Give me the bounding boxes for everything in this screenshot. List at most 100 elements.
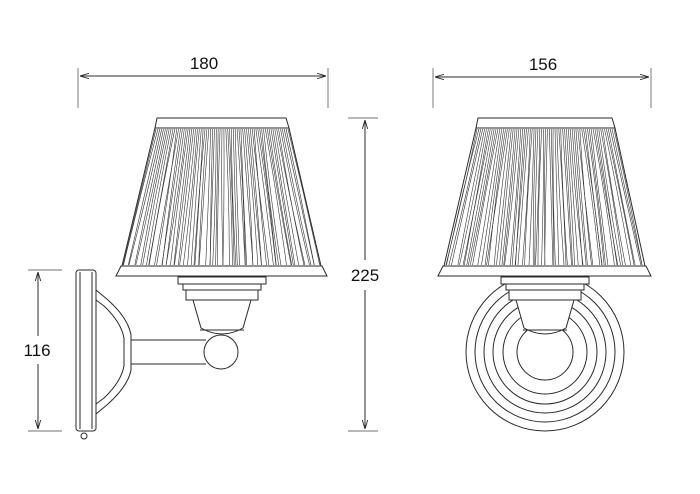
shade-pleat-line bbox=[236, 128, 246, 266]
shade-pleat-line bbox=[504, 128, 520, 266]
shade-pleat-line bbox=[552, 128, 556, 266]
shade-pleat-line bbox=[198, 128, 208, 266]
shade-pleat-line bbox=[611, 128, 643, 266]
side-rose bbox=[95, 289, 132, 415]
shade-pleat-line bbox=[566, 128, 575, 266]
dimension-label-225: 225 bbox=[351, 266, 379, 285]
shade-pleat-line bbox=[503, 128, 518, 266]
shade-pleat-line bbox=[250, 128, 262, 266]
shade-pleat-line bbox=[571, 128, 583, 266]
shade-pleat-line bbox=[140, 128, 168, 266]
shade-pleat-line bbox=[481, 128, 502, 266]
shade-pleat-line bbox=[587, 128, 605, 266]
shade-pleat-line bbox=[165, 128, 187, 266]
shade-pleat-line bbox=[154, 128, 179, 266]
dimension-backplate-height: 116 bbox=[23, 269, 62, 432]
shade-pleat-line bbox=[589, 128, 606, 266]
shade-pleat-line bbox=[268, 128, 293, 266]
shade-pleat-line bbox=[472, 128, 499, 266]
shade-pleat-line bbox=[222, 128, 225, 266]
shade-pleat-line bbox=[535, 128, 541, 266]
shade-pleat-line bbox=[240, 128, 247, 266]
shade-pleat-line bbox=[212, 128, 217, 266]
shade-pleat-line bbox=[562, 128, 572, 266]
shade-pleat-line bbox=[550, 128, 555, 266]
shade-pleat-line bbox=[470, 128, 497, 266]
shade-pleat-line bbox=[122, 128, 157, 266]
side-fitting bbox=[177, 276, 267, 335]
shade-pleat-line bbox=[174, 128, 193, 266]
shade-pleat-line bbox=[609, 128, 642, 266]
shade-pleat-line bbox=[581, 128, 601, 266]
shade-pleat-line bbox=[608, 128, 636, 266]
dimension-label-116: 116 bbox=[23, 341, 50, 360]
shade-pleat-line bbox=[229, 128, 235, 266]
shade-pleat-line bbox=[575, 128, 588, 266]
shade-pleat-line bbox=[592, 128, 615, 266]
shade-pleat-line bbox=[278, 128, 305, 266]
shade-pleat-line bbox=[248, 128, 262, 266]
shade-pleat-line bbox=[524, 128, 533, 266]
shade-pleat-line bbox=[165, 128, 185, 266]
shade-pleat-line bbox=[123, 128, 159, 266]
shade-pleat-line bbox=[215, 128, 219, 266]
shade-pleat-line bbox=[517, 128, 529, 266]
front-view bbox=[437, 117, 652, 432]
shade-pleat-line bbox=[194, 128, 204, 266]
front-shade bbox=[437, 117, 652, 277]
shade-pleat-line bbox=[128, 128, 161, 266]
shade-pleat-line bbox=[496, 128, 512, 266]
shade-pleat-line bbox=[509, 128, 522, 266]
shade-pleat-line bbox=[280, 128, 310, 266]
shade-pleat-line bbox=[283, 128, 315, 266]
front-fitting bbox=[500, 276, 590, 335]
dimension-label-180: 180 bbox=[190, 54, 218, 73]
shade-pleat-line bbox=[522, 128, 531, 266]
shade-pleat-line bbox=[217, 128, 221, 266]
shade-pleat-line bbox=[156, 128, 177, 266]
shade-pleat-line bbox=[259, 128, 277, 266]
shade-pleat-line bbox=[556, 128, 565, 266]
shade-pleat-line bbox=[135, 128, 166, 266]
shade-pleat-line bbox=[128, 128, 162, 266]
side-backplate bbox=[75, 269, 97, 440]
shade-pleat-line bbox=[537, 128, 542, 266]
shade-pleat-line bbox=[613, 128, 643, 266]
shade-pleat-line bbox=[187, 128, 200, 266]
shade-pleat-line bbox=[179, 128, 196, 266]
shade-pleat-line bbox=[193, 128, 206, 266]
shade-pleat-line bbox=[560, 128, 568, 266]
shade-pleat-line bbox=[225, 128, 230, 266]
shade-pleat-line bbox=[528, 128, 535, 266]
shade-pleat-line bbox=[267, 128, 292, 266]
shade-pleat-line bbox=[146, 128, 172, 266]
shade-pleat-line bbox=[493, 128, 510, 266]
side-arm bbox=[131, 339, 206, 365]
shade-pleat-line bbox=[265, 128, 287, 266]
shade-pleat-line bbox=[183, 128, 198, 266]
shade-pleat-line bbox=[234, 128, 240, 266]
shade-pleat-line bbox=[600, 128, 623, 266]
shade-pleat-line bbox=[604, 128, 632, 266]
shade-pleat-line bbox=[190, 128, 202, 266]
shade-pleat-line bbox=[477, 128, 501, 266]
shade-pleat-line bbox=[261, 128, 279, 266]
shade-pleat-line bbox=[446, 128, 480, 266]
shade-pleat-line bbox=[585, 128, 603, 266]
shade-pleat-line bbox=[488, 128, 506, 266]
shade-pleat-line bbox=[579, 128, 592, 266]
shade-pleat-line bbox=[544, 128, 548, 266]
shade-pleat-line bbox=[238, 128, 246, 266]
shade-pleat-line bbox=[274, 128, 299, 266]
shade-pleat-line bbox=[573, 128, 587, 266]
shade-pleat-line bbox=[590, 128, 609, 266]
shade-pleat-line bbox=[282, 128, 312, 266]
shade-pleat-line bbox=[178, 128, 194, 266]
shade-pleat-line bbox=[246, 128, 259, 266]
dimension-width-side: 180 bbox=[77, 54, 329, 108]
shade-pleat-line bbox=[253, 128, 267, 266]
side-view bbox=[75, 117, 328, 440]
shade-pleat-line bbox=[514, 128, 527, 266]
side-shade bbox=[115, 117, 328, 277]
dimension-label-156: 156 bbox=[529, 55, 557, 74]
